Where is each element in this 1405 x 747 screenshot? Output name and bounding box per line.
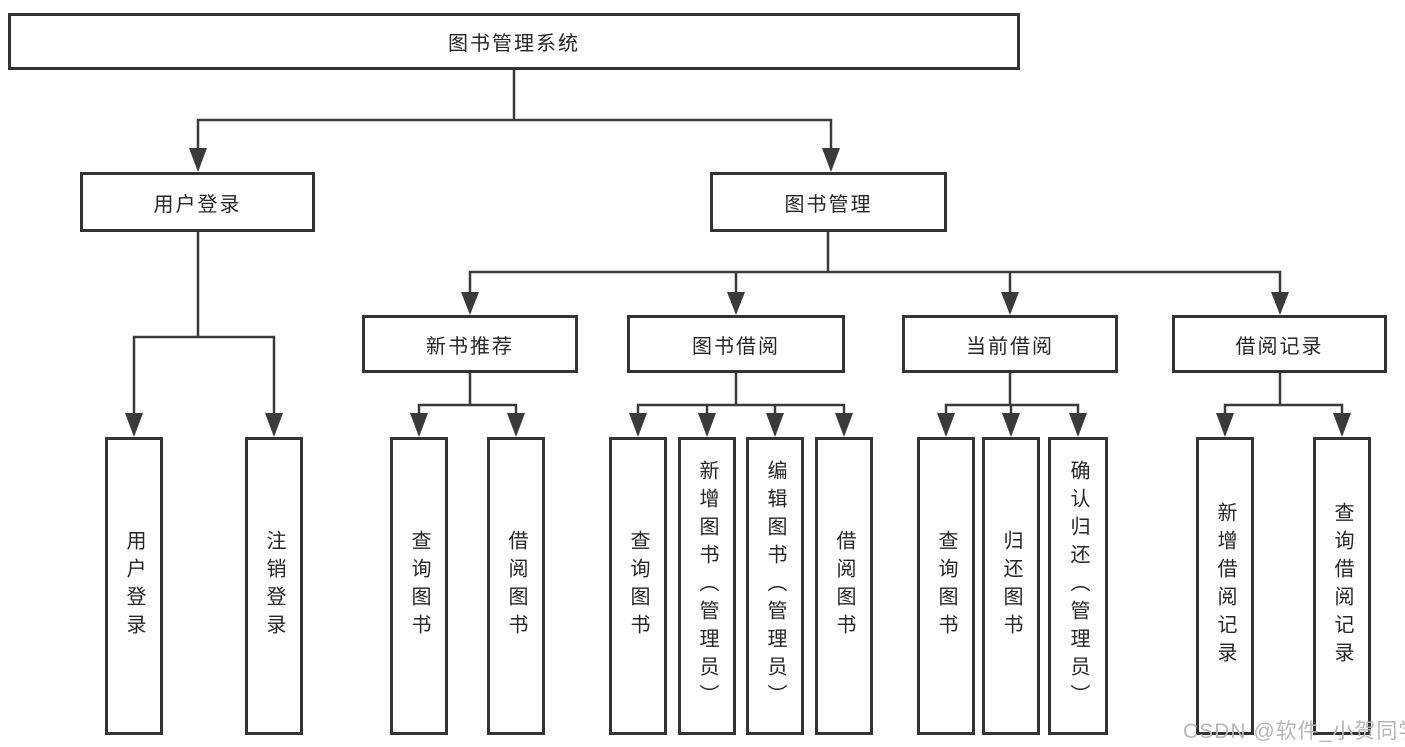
node-new-book-recommend-label: 新书推荐: [426, 335, 514, 358]
leaf-edit-books-admin-label: 编辑图书（管理员）: [764, 460, 786, 712]
leaf-recommend-borrow-books: 借阅图书: [487, 437, 545, 735]
leaf-borrow-query-books-label: 查询图书: [627, 530, 649, 642]
node-user-login-label: 用户登录: [153, 193, 242, 216]
leaf-current-query-books: 查询图书: [917, 437, 975, 735]
leaf-confirm-return-admin-label: 确认归还（管理员）: [1067, 460, 1089, 712]
node-root-label: 图书管理系统: [448, 33, 580, 55]
leaf-query-borrow-record-label: 查询借阅记录: [1331, 502, 1353, 670]
leaf-borrow-books: 借阅图书: [815, 437, 873, 735]
leaf-recommend-borrow-books-label: 借阅图书: [505, 530, 527, 642]
leaf-confirm-return-admin: 确认归还（管理员）: [1048, 437, 1108, 735]
leaf-add-books-admin-label: 新增图书（管理员）: [696, 460, 718, 712]
leaf-recommend-query-books: 查询图书: [390, 437, 448, 735]
leaf-user-login: 用户登录: [105, 437, 163, 735]
leaf-add-books-admin: 新增图书（管理员）: [678, 437, 736, 735]
leaf-current-query-books-label: 查询图书: [935, 530, 957, 642]
leaf-add-borrow-record: 新增借阅记录: [1196, 437, 1254, 735]
leaf-query-borrow-record: 查询借阅记录: [1313, 437, 1371, 735]
leaf-logout-label: 注销登录: [263, 530, 285, 642]
node-root: 图书管理系统: [8, 13, 1020, 70]
leaf-borrow-query-books: 查询图书: [609, 437, 667, 735]
node-book-management-label: 图书管理: [784, 193, 873, 216]
leaf-user-login-label: 用户登录: [123, 530, 145, 642]
node-current-borrow-label: 当前借阅: [966, 335, 1054, 358]
node-borrow-record: 借阅记录: [1172, 315, 1387, 373]
leaf-recommend-query-books-label: 查询图书: [408, 530, 430, 642]
node-book-borrow-label: 图书借阅: [692, 335, 780, 358]
node-book-borrow: 图书借阅: [627, 315, 845, 373]
node-current-borrow: 当前借阅: [902, 315, 1118, 373]
node-borrow-record-label: 借阅记录: [1235, 335, 1324, 358]
leaf-borrow-books-label: 借阅图书: [833, 530, 855, 642]
node-new-book-recommend: 新书推荐: [362, 315, 578, 373]
leaf-return-books: 归还图书: [982, 437, 1040, 735]
node-book-management: 图书管理: [710, 172, 947, 232]
csdn-watermark: CSDN @软件_小贺同学: [1183, 720, 1405, 743]
leaf-logout: 注销登录: [245, 437, 303, 735]
leaf-add-borrow-record-label: 新增借阅记录: [1214, 502, 1236, 670]
leaf-return-books-label: 归还图书: [1000, 530, 1022, 642]
leaf-edit-books-admin: 编辑图书（管理员）: [746, 437, 804, 735]
node-user-login: 用户登录: [80, 172, 315, 232]
